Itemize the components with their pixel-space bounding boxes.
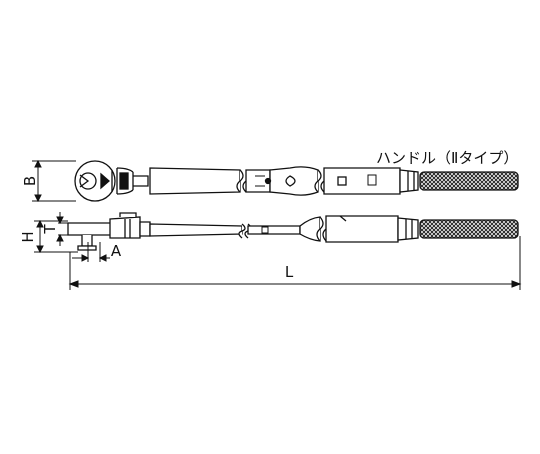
dimension-t xyxy=(56,212,68,246)
dimension-l xyxy=(68,236,522,290)
dimension-t-label: T xyxy=(41,224,59,235)
dimension-b-label: B xyxy=(21,176,39,186)
knurled-handle-top xyxy=(419,171,519,191)
handle-label: ハンドル（Ⅱタイプ） xyxy=(376,149,518,167)
dimension-b xyxy=(32,159,76,203)
knurled-handle-side xyxy=(419,219,519,239)
dimension-h-label: H xyxy=(19,231,37,242)
dimension-l-label: L xyxy=(285,263,294,281)
dimension-a-label: A xyxy=(111,242,122,260)
side-view xyxy=(67,212,519,251)
dimension-a xyxy=(72,242,110,262)
dimension-h xyxy=(34,219,78,254)
top-view xyxy=(74,160,519,202)
